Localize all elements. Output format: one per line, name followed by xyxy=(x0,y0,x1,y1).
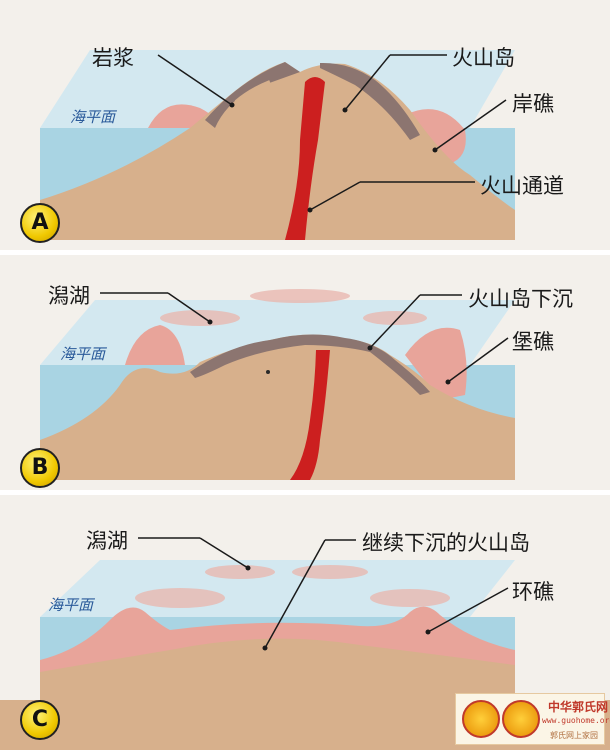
dot-fringing-reef xyxy=(432,147,438,153)
leader-continuing-sinking-2 xyxy=(264,539,326,649)
dot-magma xyxy=(229,102,235,108)
barrier-reef-shape xyxy=(405,327,467,400)
leader-volcanic-conduit-2 xyxy=(309,181,361,211)
sea-level-label-c: 海平面 xyxy=(48,596,94,614)
dot-atoll xyxy=(425,629,431,635)
leader-sinking-island-2 xyxy=(369,294,421,349)
panel-a xyxy=(0,0,610,250)
sea-level-label-b: 海平面 xyxy=(60,345,106,363)
leader-volcanic-island-2 xyxy=(344,54,391,111)
label-atoll: 环礁 xyxy=(512,580,554,604)
reef-ring-left xyxy=(160,310,240,326)
watermark-seal-icon-2 xyxy=(502,700,540,738)
watermark-tagline: 郭氏网上家园 xyxy=(550,731,598,740)
dot-b-mark xyxy=(266,370,270,374)
label-lagoon-c: 潟湖 xyxy=(86,529,128,553)
panel-c-sea-surface xyxy=(40,560,515,617)
badge-b: B xyxy=(20,448,60,488)
volcanic-conduit-shape xyxy=(285,77,325,240)
fringing-reef-shape xyxy=(405,109,466,165)
panel-b xyxy=(0,255,610,490)
label-continuing-sinking-island: 继续下沉的火山岛 xyxy=(362,531,530,555)
watermark-title: 中华郭氏网 xyxy=(548,700,609,714)
magma-flow-left xyxy=(205,62,300,128)
divider-b-c xyxy=(0,490,610,495)
dot-sinking-island xyxy=(367,345,373,351)
watermark-seal-icon xyxy=(462,700,500,738)
dot-volcanic-island xyxy=(342,107,348,113)
label-magma: 岩浆 xyxy=(92,46,134,70)
barrier-reef-left xyxy=(125,325,185,365)
label-volcanic-island: 火山岛 xyxy=(452,46,515,70)
leader-magma xyxy=(157,54,233,106)
atoll-ring-left xyxy=(135,588,225,608)
badge-c: C xyxy=(20,700,60,740)
leader-lagoon-c-2 xyxy=(199,537,249,569)
label-lagoon-b: 潟湖 xyxy=(48,284,90,308)
label-fringing-reef: 岸礁 xyxy=(512,92,554,116)
dot-lagoon-c xyxy=(245,565,251,571)
leader-fringing-reef xyxy=(434,99,507,151)
leader-barrier-reef xyxy=(447,337,509,383)
continuing-sinking-island-shape xyxy=(40,638,515,700)
reef-ring-top xyxy=(250,289,350,303)
reef-ring-right xyxy=(363,311,427,325)
dot-volcanic-conduit xyxy=(307,207,313,213)
sea-level-label-a: 海平面 xyxy=(70,108,116,126)
divider-a-b xyxy=(0,250,610,255)
panel-a-rock-highlight xyxy=(234,80,271,104)
label-barrier-reef: 堡礁 xyxy=(512,330,554,354)
leader-atoll xyxy=(427,587,509,633)
watermark: 中华郭氏网 www.guohome.org 郭氏网上家园 xyxy=(455,693,610,745)
atoll-ring-top-left xyxy=(205,565,275,579)
leader-lagoon-b-2 xyxy=(167,292,211,323)
atoll-ring-right xyxy=(370,589,450,607)
panel-b-conduit xyxy=(290,350,330,480)
atoll-ring-top-right xyxy=(292,565,368,579)
dot-lagoon-b xyxy=(207,319,213,325)
badge-a: A xyxy=(20,203,60,243)
dot-barrier-reef xyxy=(445,379,451,385)
dot-continuing-sinking xyxy=(262,645,268,651)
label-sinking-island: 火山岛下沉 xyxy=(468,287,573,311)
magma-flow-right xyxy=(320,62,420,140)
watermark-url: www.guohome.org xyxy=(542,716,610,725)
label-volcanic-conduit: 火山通道 xyxy=(480,174,564,198)
